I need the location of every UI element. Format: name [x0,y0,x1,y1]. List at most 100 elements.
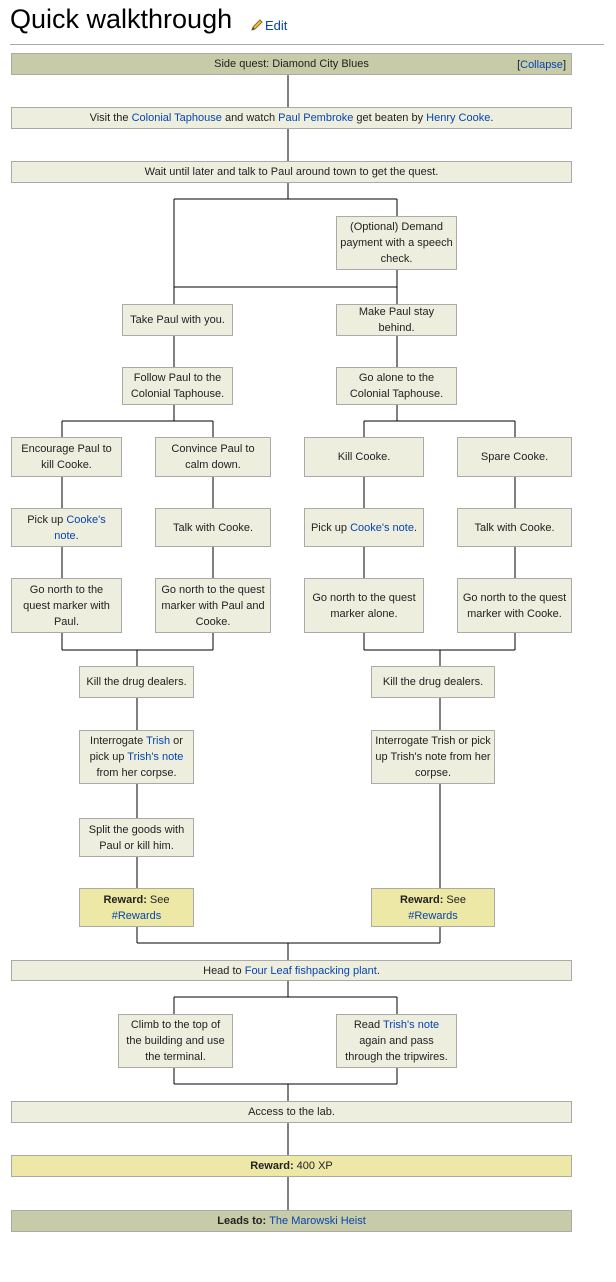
text-segment: Talk with Cooke. [172,521,254,534]
edit-link[interactable]: Edit [250,18,287,33]
node-text: Reward: See #Rewards [375,892,491,924]
node-text: Interrogate Trish or pick up Trish's not… [375,733,491,781]
node-text: Go north to the quest marker with Cooke. [461,590,568,622]
wiki-link[interactable]: Colonial Taphouse [131,112,222,124]
node-take-paul: Take Paul with you. [122,304,233,336]
wiki-link[interactable]: Four Leaf fishpacking plant [244,964,377,977]
node-optional-speech-check: (Optional) Demand payment with a speech … [336,216,457,270]
node-talk-cooke-a: Talk with Cooke. [155,508,271,547]
node-north-with-cooke: Go north to the quest marker with Cooke. [457,578,572,633]
wiki-link[interactable]: #Rewards [111,909,162,922]
text-segment: . [376,964,380,977]
node-north-alone: Go north to the quest marker alone. [304,578,424,633]
node-text: Encourage Paul to kill Cooke. [15,441,118,473]
node-text: Go north to the quest marker with Paul. [15,582,118,630]
wiki-link[interactable]: The Marowski Heist [269,1215,366,1227]
page-title: Quick walkthrough [10,4,233,34]
node-reward-b: Reward: See #Rewards [371,888,495,927]
text-segment: See [146,893,170,906]
node-text: Make Paul stay behind. [340,304,453,336]
text-segment: Access to the lab. [248,1106,335,1118]
node-interrogate-trish-a: Interrogate Trish or pick up Trish's not… [79,730,194,784]
node-convince-calm: Convince Paul to calm down. [155,437,271,477]
node-access-lab: Access to the lab. [11,1101,572,1123]
text-segment: Pick up [310,521,351,534]
node-follow-paul: Follow Paul to the Colonial Taphouse. [122,367,233,405]
node-wait-talk-paul: Wait until later and talk to Paul around… [11,161,572,183]
wiki-link[interactable]: Cooke's note [54,513,106,542]
node-text: Kill the drug dealers. [86,674,186,690]
node-paul-stay: Make Paul stay behind. [336,304,457,336]
node-leads-to: Leads to: The Marowski Heist [11,1210,572,1232]
wiki-link[interactable]: #Rewards [408,909,458,922]
node-text: Reward: See #Rewards [83,892,190,924]
node-text: Access to the lab. [248,1104,335,1120]
node-text: Wait until later and talk to Paul around… [145,164,439,180]
text-segment: Split the goods with Paul or kill him. [88,823,185,852]
collapse-link[interactable]: Collapse [520,59,563,71]
text-segment: Spare Cooke. [480,451,549,463]
node-encourage-kill: Encourage Paul to kill Cooke. [11,437,122,477]
node-text: Split the goods with Paul or kill him. [83,822,190,854]
node-text: Spare Cooke. [481,449,548,465]
text-segment: 400 XP [293,1160,333,1172]
node-pickup-note-b: Pick up Cooke's note. [304,508,424,547]
node-climb-terminal: Climb to the top of the building and use… [118,1014,233,1068]
node-read-note-tripwires: Read Trish's note again and pass through… [336,1014,457,1068]
node-text: Go north to the quest marker alone. [308,590,420,622]
node-talk-cooke-b: Talk with Cooke. [457,508,572,547]
node-head-fishpacking: Head to Four Leaf fishpacking plant. [11,960,572,981]
text-segment: (Optional) Demand payment with a speech … [340,221,453,265]
node-go-alone: Go alone to the Colonial Taphouse. [336,367,457,405]
text-segment: Head to [203,964,245,977]
pencil-icon [251,19,263,31]
node-reward-a: Reward: See #Rewards [79,888,194,927]
text-segment: and watch [221,112,279,124]
text-segment: Kill Cooke. [337,451,391,463]
wiki-link[interactable]: Cooke's note [350,521,414,534]
text-segment: Go north to the quest marker with Paul. [23,583,110,628]
text-segment: or pick up [89,735,183,763]
quest-header-title: Side quest: Diamond City Blues [214,58,369,70]
wiki-link[interactable]: Trish's note [127,751,184,763]
text-segment: Go alone to the Colonial Taphouse. [349,372,444,400]
collapse-toggle[interactable]: [Collapse] [517,59,566,71]
text-segment: Interrogate Trish or pick up Trish's not… [375,735,491,779]
text-segment: Kill the drug dealers. [86,676,187,688]
text-segment: get beaten by [353,112,427,124]
text-segment: . [490,112,494,124]
node-text: Go alone to the Colonial Taphouse. [340,370,453,402]
node-split-goods: Split the goods with Paul or kill him. [79,818,194,857]
wiki-link[interactable]: Trish's note [383,1019,440,1031]
node-text: Interrogate Trish or pick up Trish's not… [83,733,190,781]
node-kill-cooke: Kill Cooke. [304,437,424,477]
node-reward-xp: Reward: 400 XP [11,1155,572,1177]
wiki-link[interactable]: Henry Cooke [426,112,491,124]
bold-label: Reward: [250,1160,294,1172]
text-segment: Talk with Cooke. [474,521,555,534]
text-segment: Encourage Paul to kill Cooke. [21,443,112,471]
node-north-with-paul: Go north to the quest marker with Paul. [11,578,122,633]
wiki-link[interactable]: Trish [146,735,171,747]
node-spare-cooke: Spare Cooke. [457,437,572,477]
heading-divider [10,44,604,45]
node-pickup-note-a: Pick up Cooke's note. [11,508,122,547]
node-text: Follow Paul to the Colonial Taphouse. [126,370,229,402]
node-kill-dealers-b: Kill the drug dealers. [371,666,495,698]
node-text: Talk with Cooke. [173,520,253,536]
wiki-link[interactable]: Paul Pembroke [278,112,354,124]
node-kill-dealers-a: Kill the drug dealers. [79,666,194,698]
node-interrogate-trish-b: Interrogate Trish or pick up Trish's not… [371,730,495,784]
text-segment: Follow Paul to the Colonial Taphouse. [130,372,225,400]
text-segment: Go north to the quest marker with Paul a… [161,583,265,628]
node-text: Convince Paul to calm down. [159,441,267,473]
text-segment: Visit the [89,112,132,124]
text-segment: Make Paul stay behind. [358,306,435,334]
text-segment: See [443,893,467,906]
quest-header-bar: Side quest: Diamond City Blues [Collapse… [11,53,572,75]
edit-label: Edit [265,18,288,33]
node-text: Pick up Cooke's note. [15,512,118,544]
node-text: Climb to the top of the building and use… [122,1017,229,1065]
bold-label: Leads to: [217,1215,270,1227]
